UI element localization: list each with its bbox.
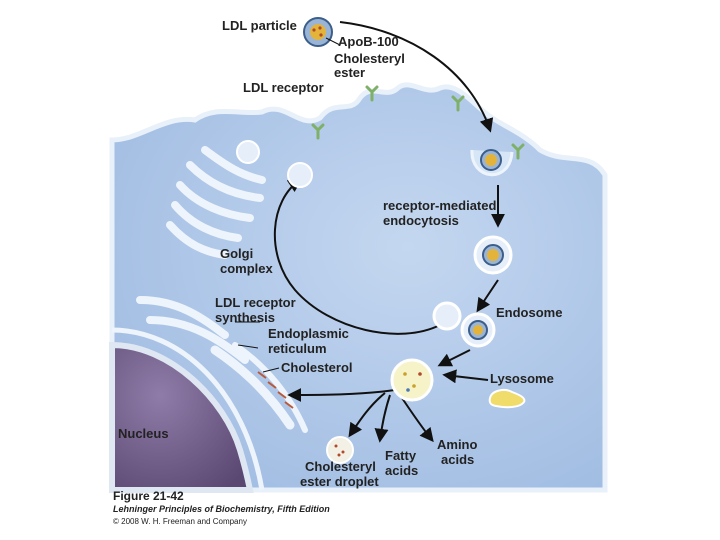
label-droplet-1: Cholesteryl (305, 459, 376, 474)
label-er-2: reticulum (268, 341, 327, 356)
label-ldl-particle: LDL particle (222, 18, 297, 33)
label-synthesis-1: LDL receptor (215, 295, 296, 310)
label-cholesteryl-ester-2: ester (334, 65, 365, 80)
label-fatty-1: Fatty (385, 448, 417, 463)
label-apob: ApoB-100 (338, 34, 399, 49)
label-amino-2: acids (441, 452, 474, 467)
caption-figure: Figure 21-42 (113, 489, 184, 503)
ldl-particle (304, 18, 332, 46)
label-lysosome: Lysosome (490, 371, 554, 386)
label-rme-2: endocytosis (383, 213, 459, 228)
label-rme-1: receptor-mediated (383, 198, 496, 213)
label-amino-1: Amino (437, 437, 478, 452)
label-cholesterol: Cholesterol (281, 360, 353, 375)
label-cholesteryl-ester-1: Cholesteryl (334, 51, 405, 66)
label-droplet-2: ester droplet (300, 474, 379, 489)
caption-book: Lehninger Principles of Biochemistry, Fi… (113, 504, 330, 514)
label-er-1: Endoplasmic (268, 326, 349, 341)
label-endosome: Endosome (496, 305, 562, 320)
label-fatty-2: acids (385, 463, 418, 478)
label-nucleus: Nucleus (118, 426, 169, 441)
caption-copyright: © 2008 W. H. Freeman and Company (113, 517, 247, 526)
label-golgi-2: complex (220, 261, 274, 276)
lysosome-fusion (392, 360, 432, 400)
label-synthesis-2: synthesis (215, 310, 275, 325)
label-golgi-1: Golgi (220, 246, 253, 261)
label-ldl-receptor: LDL receptor (243, 80, 324, 95)
